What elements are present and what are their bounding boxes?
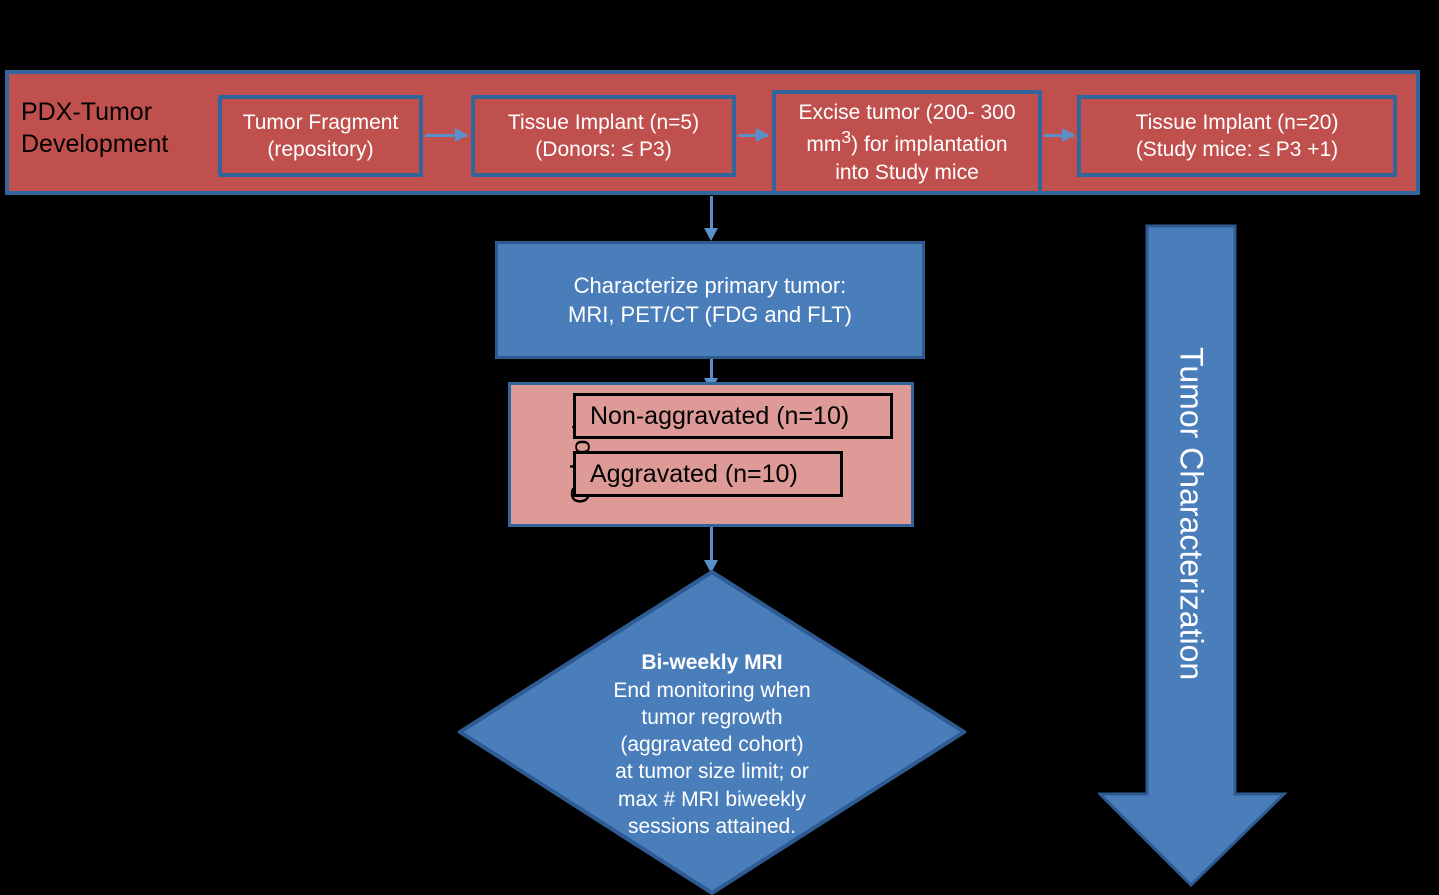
banner-box-line1: Excise tumor (200- 300 <box>798 101 1016 125</box>
mri-diamond-title: Bi-weekly MRI <box>641 651 783 675</box>
characterize-text: Characterize primary tumor: MRI, PET/CT … <box>568 271 852 329</box>
banner-box-line2: mm3) for implantation <box>806 127 1008 157</box>
banner-box-line1: Tumor Fragment <box>242 110 399 134</box>
cohort-item-aggravated: Aggravated (n=10) <box>573 451 843 497</box>
banner-box-line2: (Donors: ≤ P3) <box>535 138 672 161</box>
tumor-characterization-label: Tumor Characterization <box>1173 347 1210 681</box>
banner-box-line1: Tissue Implant (n=20) <box>1135 110 1339 134</box>
banner-box-tumor-fragment: Tumor Fragment (repository) <box>218 95 423 177</box>
bi-weekly-mri-diamond: Bi-weekly MRI End monitoring when tumor r… <box>458 570 966 895</box>
pdx-banner-label: PDX-Tumor Development <box>21 98 169 158</box>
banner-box-text: Tissue Implant (n=5) (Donors: ≤ P3) <box>508 109 699 164</box>
banner-box-tissue-implant-study: Tissue Implant (n=20) (Study mice: ≤ P3 … <box>1077 95 1397 177</box>
banner-box-line2: (repository) <box>267 138 374 161</box>
cohorts-box: Cohorts Non-aggravated (n=10) Aggravated… <box>508 382 914 527</box>
characterize-primary-tumor-box: Characterize primary tumor: MRI, PET/CT … <box>495 241 925 359</box>
banner-box-line2: (Study mice: ≤ P3 +1) <box>1135 138 1339 161</box>
pdx-tumor-development-banner: PDX-Tumor Development Tumor Fragment (re… <box>5 70 1420 195</box>
down-arrow-icon <box>704 527 718 573</box>
cohort-item-non-aggravated: Non-aggravated (n=10) <box>573 393 893 439</box>
banner-box-tissue-implant-donors: Tissue Implant (n=5) (Donors: ≤ P3) <box>471 95 736 177</box>
banner-box-line3: into Study mice <box>835 160 979 184</box>
down-arrow-icon <box>704 196 718 241</box>
cohort-item-label: Non-aggravated (n=10) <box>590 401 850 430</box>
banner-box-text: Tumor Fragment (repository) <box>243 109 399 164</box>
right-arrow-icon <box>425 128 468 142</box>
tumor-characterization-arrow: Tumor Characterization <box>1098 224 1288 888</box>
down-arrow-icon <box>704 359 718 391</box>
characterize-line2: MRI, PET/CT (FDG and FLT) <box>568 302 852 327</box>
banner-box-excise-tumor: Excise tumor (200- 300 mm3) for implanta… <box>772 90 1042 195</box>
right-arrow-icon <box>738 128 769 142</box>
right-arrow-icon <box>1044 128 1075 142</box>
big-down-arrow-icon <box>1098 224 1288 888</box>
banner-box-text: Excise tumor (200- 300 mm3) for implanta… <box>798 99 1015 186</box>
banner-box-text: Tissue Implant (n=20) (Study mice: ≤ P3 … <box>1136 109 1339 164</box>
mri-diamond-body: End monitoring when tumor regrowth (aggr… <box>613 678 811 839</box>
banner-box-line1: Tissue Implant (n=5) <box>507 110 700 134</box>
characterize-line1: Characterize primary tumor: <box>573 272 847 298</box>
cohort-item-label: Aggravated (n=10) <box>590 459 798 488</box>
mri-diamond-text: Bi-weekly MRI End monitoring when tumor r… <box>562 622 862 840</box>
